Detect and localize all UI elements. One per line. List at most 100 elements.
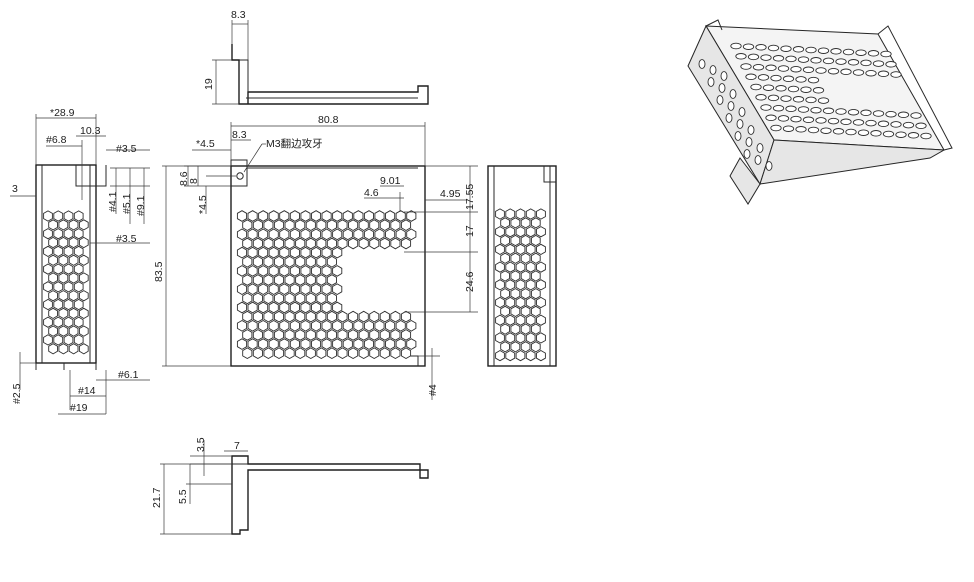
front-perforation-hole: [252, 329, 263, 341]
left-dim-3: 3: [12, 183, 18, 195]
right-perforation-hole: [530, 234, 541, 247]
right-perforation-hole: [500, 323, 510, 335]
front-perforation-hole: [374, 319, 385, 332]
iso-perforation-hole: [707, 77, 715, 87]
front-dim-17-55: 17.55: [464, 184, 476, 210]
right-perforation-hole: [520, 341, 531, 353]
front-perforation-hole: [326, 310, 337, 323]
left-perforation-hole: [53, 316, 64, 328]
front-perforation-hole: [348, 347, 359, 360]
front-perforation-hole: [258, 228, 269, 241]
iso-perforation-hole: [807, 126, 820, 134]
front-perforation-hole: [321, 228, 332, 241]
front-dim-8: 8: [188, 178, 200, 184]
top-dim-19: 19: [203, 78, 215, 90]
front-perforation-hole: [258, 319, 269, 332]
left-perforation-hole: [78, 236, 89, 249]
front-perforation-hole: [332, 210, 343, 222]
right-perforation-hole: [515, 226, 526, 238]
front-perforation-hole: [353, 228, 364, 241]
iso-perforation-hole: [847, 108, 860, 116]
iso-perforation-hole: [890, 121, 902, 128]
iso-perforation-hole: [787, 85, 800, 93]
iso-perforation-hole: [830, 48, 842, 55]
front-perforation-hole: [395, 228, 406, 241]
iso-perforation-hole: [845, 128, 857, 136]
iso-perforation-hole: [735, 53, 747, 60]
left-perforation-hole: [53, 210, 64, 222]
front-perforation-hole: [273, 219, 285, 232]
iso-perforation-hole: [915, 122, 927, 130]
front-perforation-hole: [363, 338, 374, 350]
iso-perforation-hole: [877, 70, 890, 78]
left-dim-2-5: #2.5: [11, 383, 23, 404]
front-perforation-hole: [247, 301, 258, 314]
iso-perforation-hole: [890, 71, 902, 78]
iso-perforation-hole: [720, 71, 728, 81]
iso-perforation-hole: [920, 132, 932, 140]
right-perforation-hole: [505, 332, 516, 344]
iso-perforation-hole: [840, 68, 852, 76]
front-perforation-hole: [252, 347, 263, 360]
front-perforation-hole: [236, 228, 248, 241]
left-perforation-hole: [73, 334, 84, 346]
iso-perforation-hole: [802, 66, 815, 74]
front-perforation-hole: [295, 274, 306, 286]
left-perforation-hole: [63, 210, 74, 222]
front-perforation-hole: [316, 237, 327, 250]
left-perforation-hole: [73, 210, 84, 222]
front-perforation-hole: [300, 283, 311, 296]
front-perforation-hole: [289, 283, 300, 296]
front-perforation-hole: [321, 319, 332, 332]
iso-perforation-hole: [770, 74, 782, 82]
front-perforation-hole: [273, 347, 285, 360]
right-perforation-hole: [515, 279, 526, 291]
front-perforation-hole: [353, 319, 364, 332]
right-perforation-hole: [530, 323, 541, 335]
left-dim-14: #14: [78, 385, 96, 397]
right-perforation-hole: [530, 252, 541, 264]
front-perforation-hole: [316, 292, 327, 305]
front-dim-4: #4: [427, 384, 439, 396]
right-perforation-hole: [495, 261, 505, 273]
iso-perforation-hole: [885, 61, 897, 68]
left-dim-6-8: #6.8: [46, 134, 67, 146]
iso-perforation-hole: [754, 155, 762, 165]
right-perforation-hole: [495, 349, 505, 362]
right-perforation-hole: [530, 270, 541, 282]
left-dim-3-5-mid: #3.5: [116, 233, 137, 245]
front-perforation-hole: [321, 338, 332, 350]
left-perforation-hole: [63, 245, 74, 258]
left-perforation-hole: [48, 219, 58, 231]
front-perforation-hole: [273, 255, 285, 268]
iso-perforation-hole: [832, 128, 845, 135]
iso-perforation-hole: [760, 54, 772, 61]
left-perforation-hole: [78, 307, 89, 320]
isometric-view: [687, 19, 953, 205]
front-perforation-hole: [390, 310, 401, 323]
front-perforation-hole: [358, 347, 369, 360]
left-perforation-hole: [43, 316, 53, 328]
iso-perforation-hole: [752, 63, 765, 71]
front-perforation-hole: [374, 210, 385, 222]
front-perforation-hole: [242, 292, 253, 305]
front-perforation-hole: [311, 319, 322, 332]
front-perforation-hole: [379, 219, 390, 232]
right-perforation-hole: [500, 288, 510, 300]
right-perforation-hole: [520, 323, 531, 335]
front-perforation-hole: [268, 265, 279, 277]
front-perforation-hole: [342, 228, 353, 241]
front-perforation-hole: [273, 329, 285, 341]
front-perforation-hole: [326, 237, 337, 250]
left-perforation-hole: [48, 272, 58, 284]
front-perforation-hole: [311, 283, 322, 296]
iso-perforation-hole: [810, 106, 822, 114]
front-dim-8-3: 8.3: [232, 129, 247, 141]
right-perforation-hole: [515, 314, 526, 326]
iso-perforation-hole: [852, 69, 865, 76]
front-perforation-hole: [268, 283, 279, 296]
front-perforation-hole: [321, 210, 332, 222]
left-perforation-hole: [43, 228, 53, 240]
right-perforation-hole: [510, 252, 521, 264]
right-perforation-hole: [495, 279, 505, 291]
